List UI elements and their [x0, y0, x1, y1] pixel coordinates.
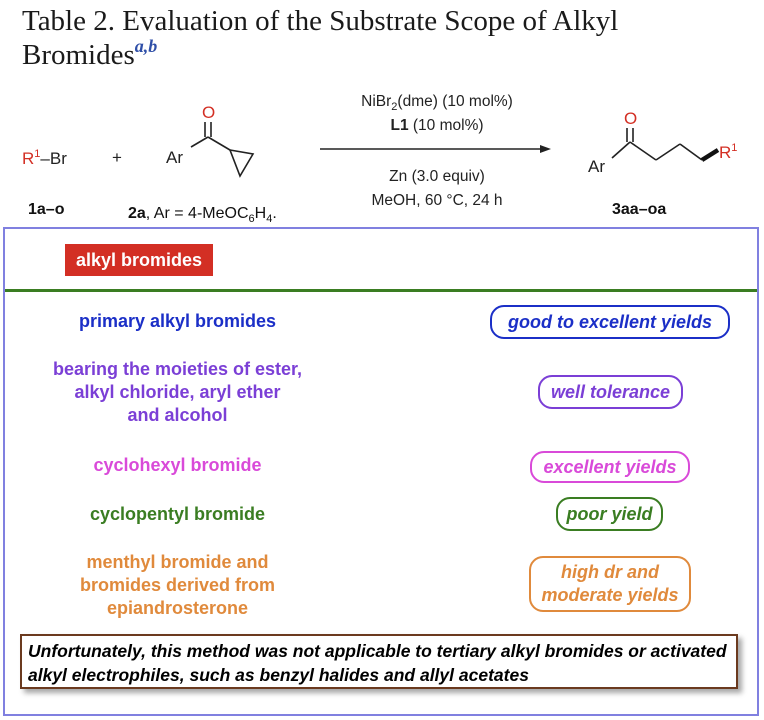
table-title: Table 2. Evaluation of the Substrate Sco… [22, 4, 752, 72]
product-structure [611, 128, 703, 161]
condition-catalyst: NiBr2(dme) (10 mol%) [361, 93, 513, 113]
cyclopropyl-ring [228, 148, 255, 178]
result-text-line-1: high dr and [561, 562, 659, 582]
substrate-text: cyclopentyl bromide [89, 504, 266, 524]
title-footnote-marks: a,b [134, 36, 158, 56]
substrate-scope-panel: alkyl bromides primary alkyl bromides go… [3, 227, 759, 716]
reagent-1-r: R [22, 149, 34, 168]
plus-sign: + [112, 148, 122, 167]
result-text: excellent yields [543, 457, 677, 477]
row-result-cyclopentyl: poor yield [556, 497, 663, 531]
product-id: 3aa–oa [612, 201, 666, 218]
limitation-note: Unfortunately, this method was not appli… [20, 634, 738, 689]
reagent-1-br: –Br [40, 149, 67, 168]
reaction-scheme: R1–Br 1a–o + O Ar 2a, Ar = 4-MeOC6H4. Ni… [22, 93, 737, 225]
row-result-cyclohexyl: excellent yields [530, 451, 690, 483]
row-substrate-cyclohexyl: cyclohexyl bromide [25, 454, 330, 477]
result-text: poor yield [566, 504, 653, 524]
bond-chain-2 [655, 143, 681, 161]
substrate-text-line-1: menthyl bromide and [86, 552, 269, 572]
condition-solvent: MeOH, 60 °C, 24 h [371, 192, 502, 209]
reagent-2-ar: Ar [166, 148, 183, 167]
reaction-arrow-head [540, 145, 551, 153]
substrate-text-line-2: alkyl chloride, aryl ether [74, 382, 281, 402]
reagent-1-id: 1a–o [28, 201, 65, 218]
bond-chain-3 [679, 143, 703, 161]
row-result-menthyl: high dr and moderate yields [529, 556, 691, 612]
result-text-line-2: moderate yields [541, 585, 679, 605]
condition-ligand: L1 (10 mol%) [390, 117, 483, 134]
row-substrate-cyclopentyl: cyclopentyl bromide [25, 503, 330, 526]
title-line-2: Bromides [22, 39, 135, 71]
row-substrate-menthyl: menthyl bromide and bromides derived fro… [25, 551, 330, 620]
reagent-2-structure [190, 122, 255, 178]
bond-chain-1 [629, 141, 657, 161]
product-r1: R1 [719, 142, 737, 162]
condition-reductant: Zn (3.0 equiv) [389, 168, 485, 185]
reagent-1-sup: 1 [34, 148, 40, 160]
row-substrate-primary: primary alkyl bromides [25, 310, 330, 333]
substrate-text-line-3: and alcohol [127, 405, 228, 425]
bond-ar-co [190, 136, 209, 148]
product-oxygen: O [624, 109, 637, 128]
substrate-text: primary alkyl bromides [78, 311, 277, 331]
substrate-text-line-1: bearing the moieties of ester, [52, 359, 303, 379]
bond-co-cyclopropyl [207, 136, 231, 151]
row-result-primary: good to excellent yields [490, 305, 730, 339]
result-text: well tolerance [550, 382, 671, 402]
category-divider [5, 289, 757, 292]
substrate-text-line-3: epiandrosterone [106, 598, 249, 618]
bond-to-r1 [700, 148, 720, 162]
reagent-2-oxygen: O [202, 103, 215, 122]
result-text: good to excellent yields [507, 312, 713, 332]
substrate-text: cyclohexyl bromide [93, 455, 262, 475]
row-substrate-functional-groups: bearing the moieties of ester, alkyl chl… [25, 358, 330, 427]
reagent-2-id: 2a, Ar = 4-MeOC6H4. [128, 205, 277, 225]
reagent-1-formula: R1–Br [22, 148, 67, 168]
product-ar: Ar [588, 157, 605, 176]
row-result-functional-groups: well tolerance [538, 375, 683, 409]
title-line-1: Table 2. Evaluation of the Substrate Sco… [22, 5, 619, 37]
category-label: alkyl bromides [65, 244, 214, 276]
bond-ar-co [611, 141, 631, 159]
substrate-text-line-2: bromides derived from [79, 575, 276, 595]
